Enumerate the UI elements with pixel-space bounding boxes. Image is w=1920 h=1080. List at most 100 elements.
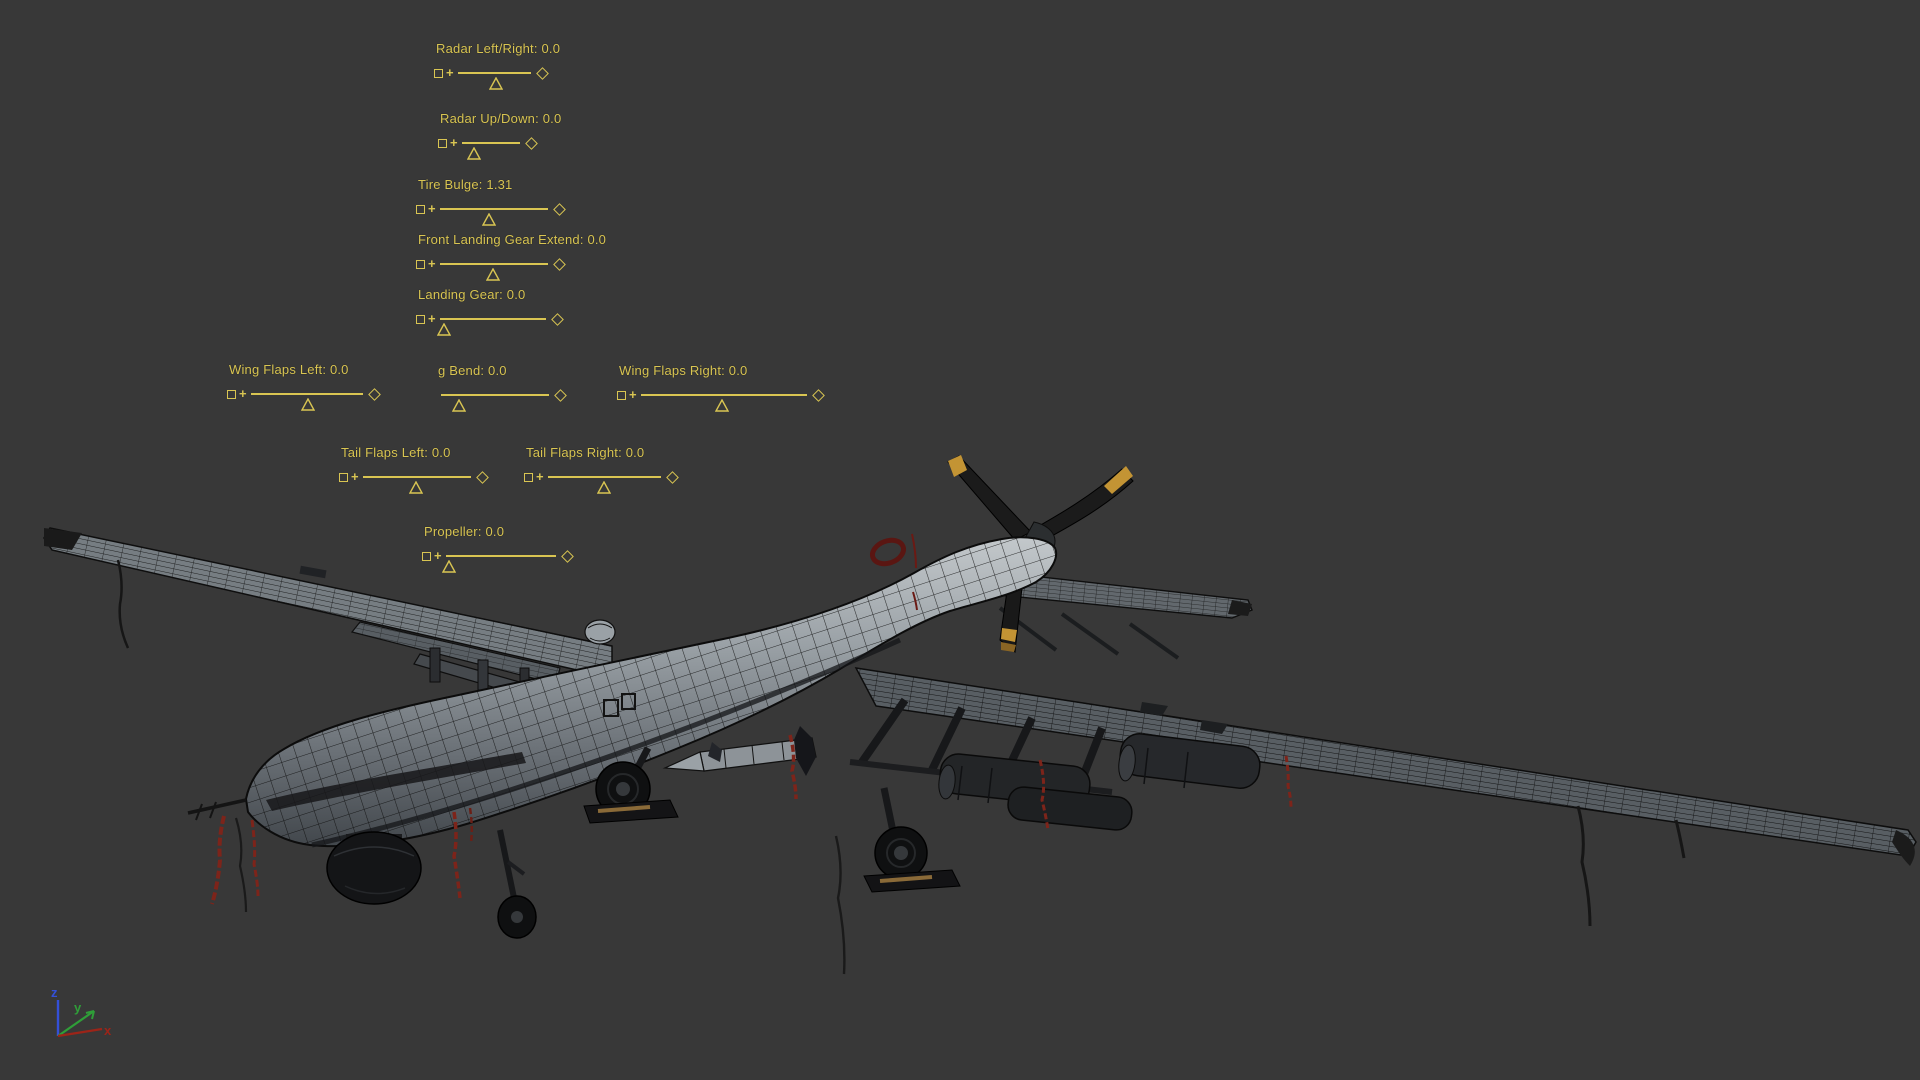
slider-thumb[interactable] xyxy=(300,398,315,411)
slider-track[interactable] xyxy=(439,263,548,281)
x-axis-label: x xyxy=(104,1023,112,1038)
right-wing xyxy=(854,667,1917,927)
right-wing-streamer xyxy=(1576,805,1592,927)
slider-label: Radar Up/Down: 0.0 xyxy=(440,111,562,126)
propeller xyxy=(947,455,1134,653)
plus-icon[interactable]: + xyxy=(536,469,544,484)
expand-box-icon[interactable] xyxy=(617,390,626,400)
diamond-icon[interactable] xyxy=(367,387,381,401)
slider-track[interactable] xyxy=(547,476,661,494)
diamond-icon[interactable] xyxy=(524,136,538,150)
left-wingtip xyxy=(44,528,82,550)
plus-icon[interactable]: + xyxy=(428,256,436,271)
sensor-ball-turret xyxy=(326,831,422,905)
diamond-icon[interactable] xyxy=(811,388,825,402)
expand-box-icon[interactable] xyxy=(339,472,348,482)
slider-label: Wing Flaps Right: 0.0 xyxy=(619,363,748,378)
fuselage xyxy=(244,533,1057,848)
expand-box-icon[interactable] xyxy=(416,314,425,324)
diamond-icon[interactable] xyxy=(560,549,574,563)
right-wing-streamer xyxy=(1674,819,1686,859)
slider-label: Tire Bulge: 1.31 xyxy=(418,177,513,192)
slider-track[interactable] xyxy=(457,72,531,90)
slider-track[interactable] xyxy=(441,555,556,573)
diamond-icon[interactable] xyxy=(552,202,566,216)
slider-thumb[interactable] xyxy=(714,399,729,412)
left-wing-streamer xyxy=(116,559,130,649)
plus-icon[interactable]: + xyxy=(434,548,442,563)
plus-icon[interactable]: + xyxy=(629,387,637,402)
slider-track[interactable] xyxy=(441,394,549,412)
plus-icon[interactable]: + xyxy=(446,65,454,80)
slider-label: g Bend: 0.0 xyxy=(438,363,507,378)
z-axis-label: z xyxy=(51,985,58,1000)
x-axis xyxy=(57,1027,103,1038)
slider-radar-up-down: Radar Up/Down: 0.0 + xyxy=(438,111,562,160)
warning-ribbon xyxy=(1284,755,1293,809)
right-wingtip xyxy=(1892,830,1915,866)
slider-label: Landing Gear: 0.0 xyxy=(418,287,526,302)
expand-box-icon[interactable] xyxy=(438,138,447,148)
expand-box-icon[interactable] xyxy=(227,389,236,399)
slider-label: Wing Flaps Left: 0.0 xyxy=(229,362,349,377)
slider-label: Radar Left/Right: 0.0 xyxy=(436,41,561,56)
slider-label: Tail Flaps Left: 0.0 xyxy=(341,445,451,460)
diamond-icon[interactable] xyxy=(475,470,489,484)
landing-gear xyxy=(452,746,961,939)
diamond-icon[interactable] xyxy=(665,470,679,484)
slider-tail-flaps-left: Tail Flaps Left: 0.0 + xyxy=(339,445,489,494)
far-pylon-cluster xyxy=(350,621,561,703)
warning-ribbon xyxy=(210,815,226,905)
axis-gizmo: z y x xyxy=(51,985,112,1038)
slider-thumb[interactable] xyxy=(466,147,481,160)
plus-icon[interactable]: + xyxy=(450,135,458,150)
slider-track[interactable] xyxy=(250,393,363,411)
plus-icon[interactable]: + xyxy=(428,311,436,326)
slider-tire-bulge: Tire Bulge: 1.31 + xyxy=(416,177,566,226)
slider-track[interactable] xyxy=(362,476,471,494)
expand-box-icon[interactable] xyxy=(422,551,431,561)
slider-thumb[interactable] xyxy=(485,268,500,281)
slider-track[interactable] xyxy=(439,208,548,226)
plus-icon[interactable]: + xyxy=(239,386,247,401)
slider-wing-flaps-right: Wing Flaps Right: 0.0 + xyxy=(617,363,825,412)
warning-ribbon xyxy=(250,819,260,897)
plus-icon[interactable]: + xyxy=(428,201,436,216)
diamond-icon[interactable] xyxy=(554,388,567,402)
slider-thumb[interactable] xyxy=(489,77,504,90)
slider-thumb[interactable] xyxy=(436,323,451,336)
expand-box-icon[interactable] xyxy=(524,472,533,482)
slider-thumb[interactable] xyxy=(482,213,497,226)
expand-box-icon[interactable] xyxy=(416,204,425,214)
engine-intake-ring xyxy=(870,537,906,567)
diamond-icon[interactable] xyxy=(550,312,564,326)
slider-radar-left-right: Radar Left/Right: 0.0 + xyxy=(434,41,561,90)
slider-wing-flaps-left: Wing Flaps Left: 0.0 + xyxy=(227,362,381,411)
warning-ribbon xyxy=(788,734,798,800)
slider-label: Propeller: 0.0 xyxy=(424,524,505,539)
slider-label: Front Landing Gear Extend: 0.0 xyxy=(418,232,607,247)
warning-ribbon xyxy=(1038,759,1050,831)
y-axis-label: y xyxy=(74,1000,82,1015)
plus-icon[interactable]: + xyxy=(351,469,359,484)
left-wing xyxy=(43,527,613,679)
slider-label: Tail Flaps Right: 0.0 xyxy=(526,445,645,460)
slider-front-landing-gear-extend: Front Landing Gear Extend: 0.0 + xyxy=(416,232,607,281)
missile xyxy=(662,726,817,776)
diamond-icon[interactable] xyxy=(535,66,549,80)
slider-thumb[interactable] xyxy=(441,560,456,573)
expand-box-icon[interactable] xyxy=(416,259,425,269)
slider-thumb[interactable] xyxy=(452,399,467,412)
slider-landing-gear: Landing Gear: 0.0 + xyxy=(416,287,564,336)
slider-track[interactable] xyxy=(436,318,546,336)
slider-propeller: Propeller: 0.0 + xyxy=(422,524,574,573)
expand-box-icon[interactable] xyxy=(434,68,443,78)
slider-thumb[interactable] xyxy=(408,481,423,494)
slider-thumb[interactable] xyxy=(597,481,612,494)
slider-track[interactable] xyxy=(640,394,807,412)
slider-track[interactable] xyxy=(461,142,520,160)
weapon-pylons xyxy=(662,697,1293,975)
diamond-icon[interactable] xyxy=(552,257,566,271)
